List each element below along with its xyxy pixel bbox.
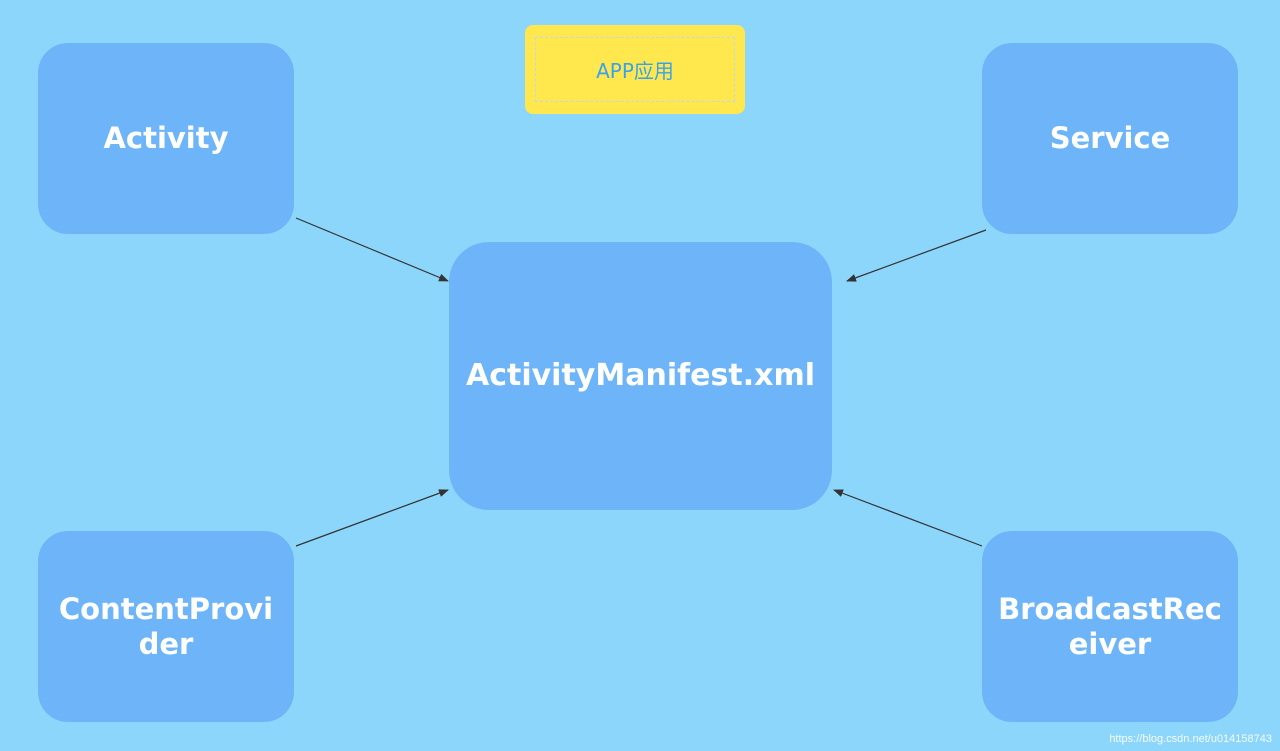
node-broadcast-receiver: BroadcastReceiver (982, 531, 1238, 722)
app-badge: APP应用 (525, 25, 745, 114)
app-badge-label: APP应用 (596, 59, 674, 83)
app-badge-frame (535, 37, 735, 102)
node-manifest-label: ActivityManifest.xml (466, 358, 815, 393)
node-broadcast-receiver-label: BroadcastReceiver (998, 591, 1222, 661)
node-content-provider-label: ContentProvider (58, 591, 274, 661)
node-service: Service (982, 43, 1238, 234)
arrow-contentprovider-to-manifest (295, 489, 449, 547)
arrow-activity-to-manifest (295, 217, 449, 282)
node-activity-label: Activity (103, 121, 229, 156)
node-service-label: Service (1049, 121, 1171, 156)
arrow-service-to-manifest (846, 229, 987, 282)
node-activity: Activity (38, 43, 294, 234)
watermark: https://blog.csdn.net/u014158743 (1109, 733, 1272, 745)
node-content-provider: ContentProvider (38, 531, 294, 722)
arrow-broadcastreceiver-to-manifest (833, 489, 983, 547)
node-manifest: ActivityManifest.xml (449, 242, 832, 510)
